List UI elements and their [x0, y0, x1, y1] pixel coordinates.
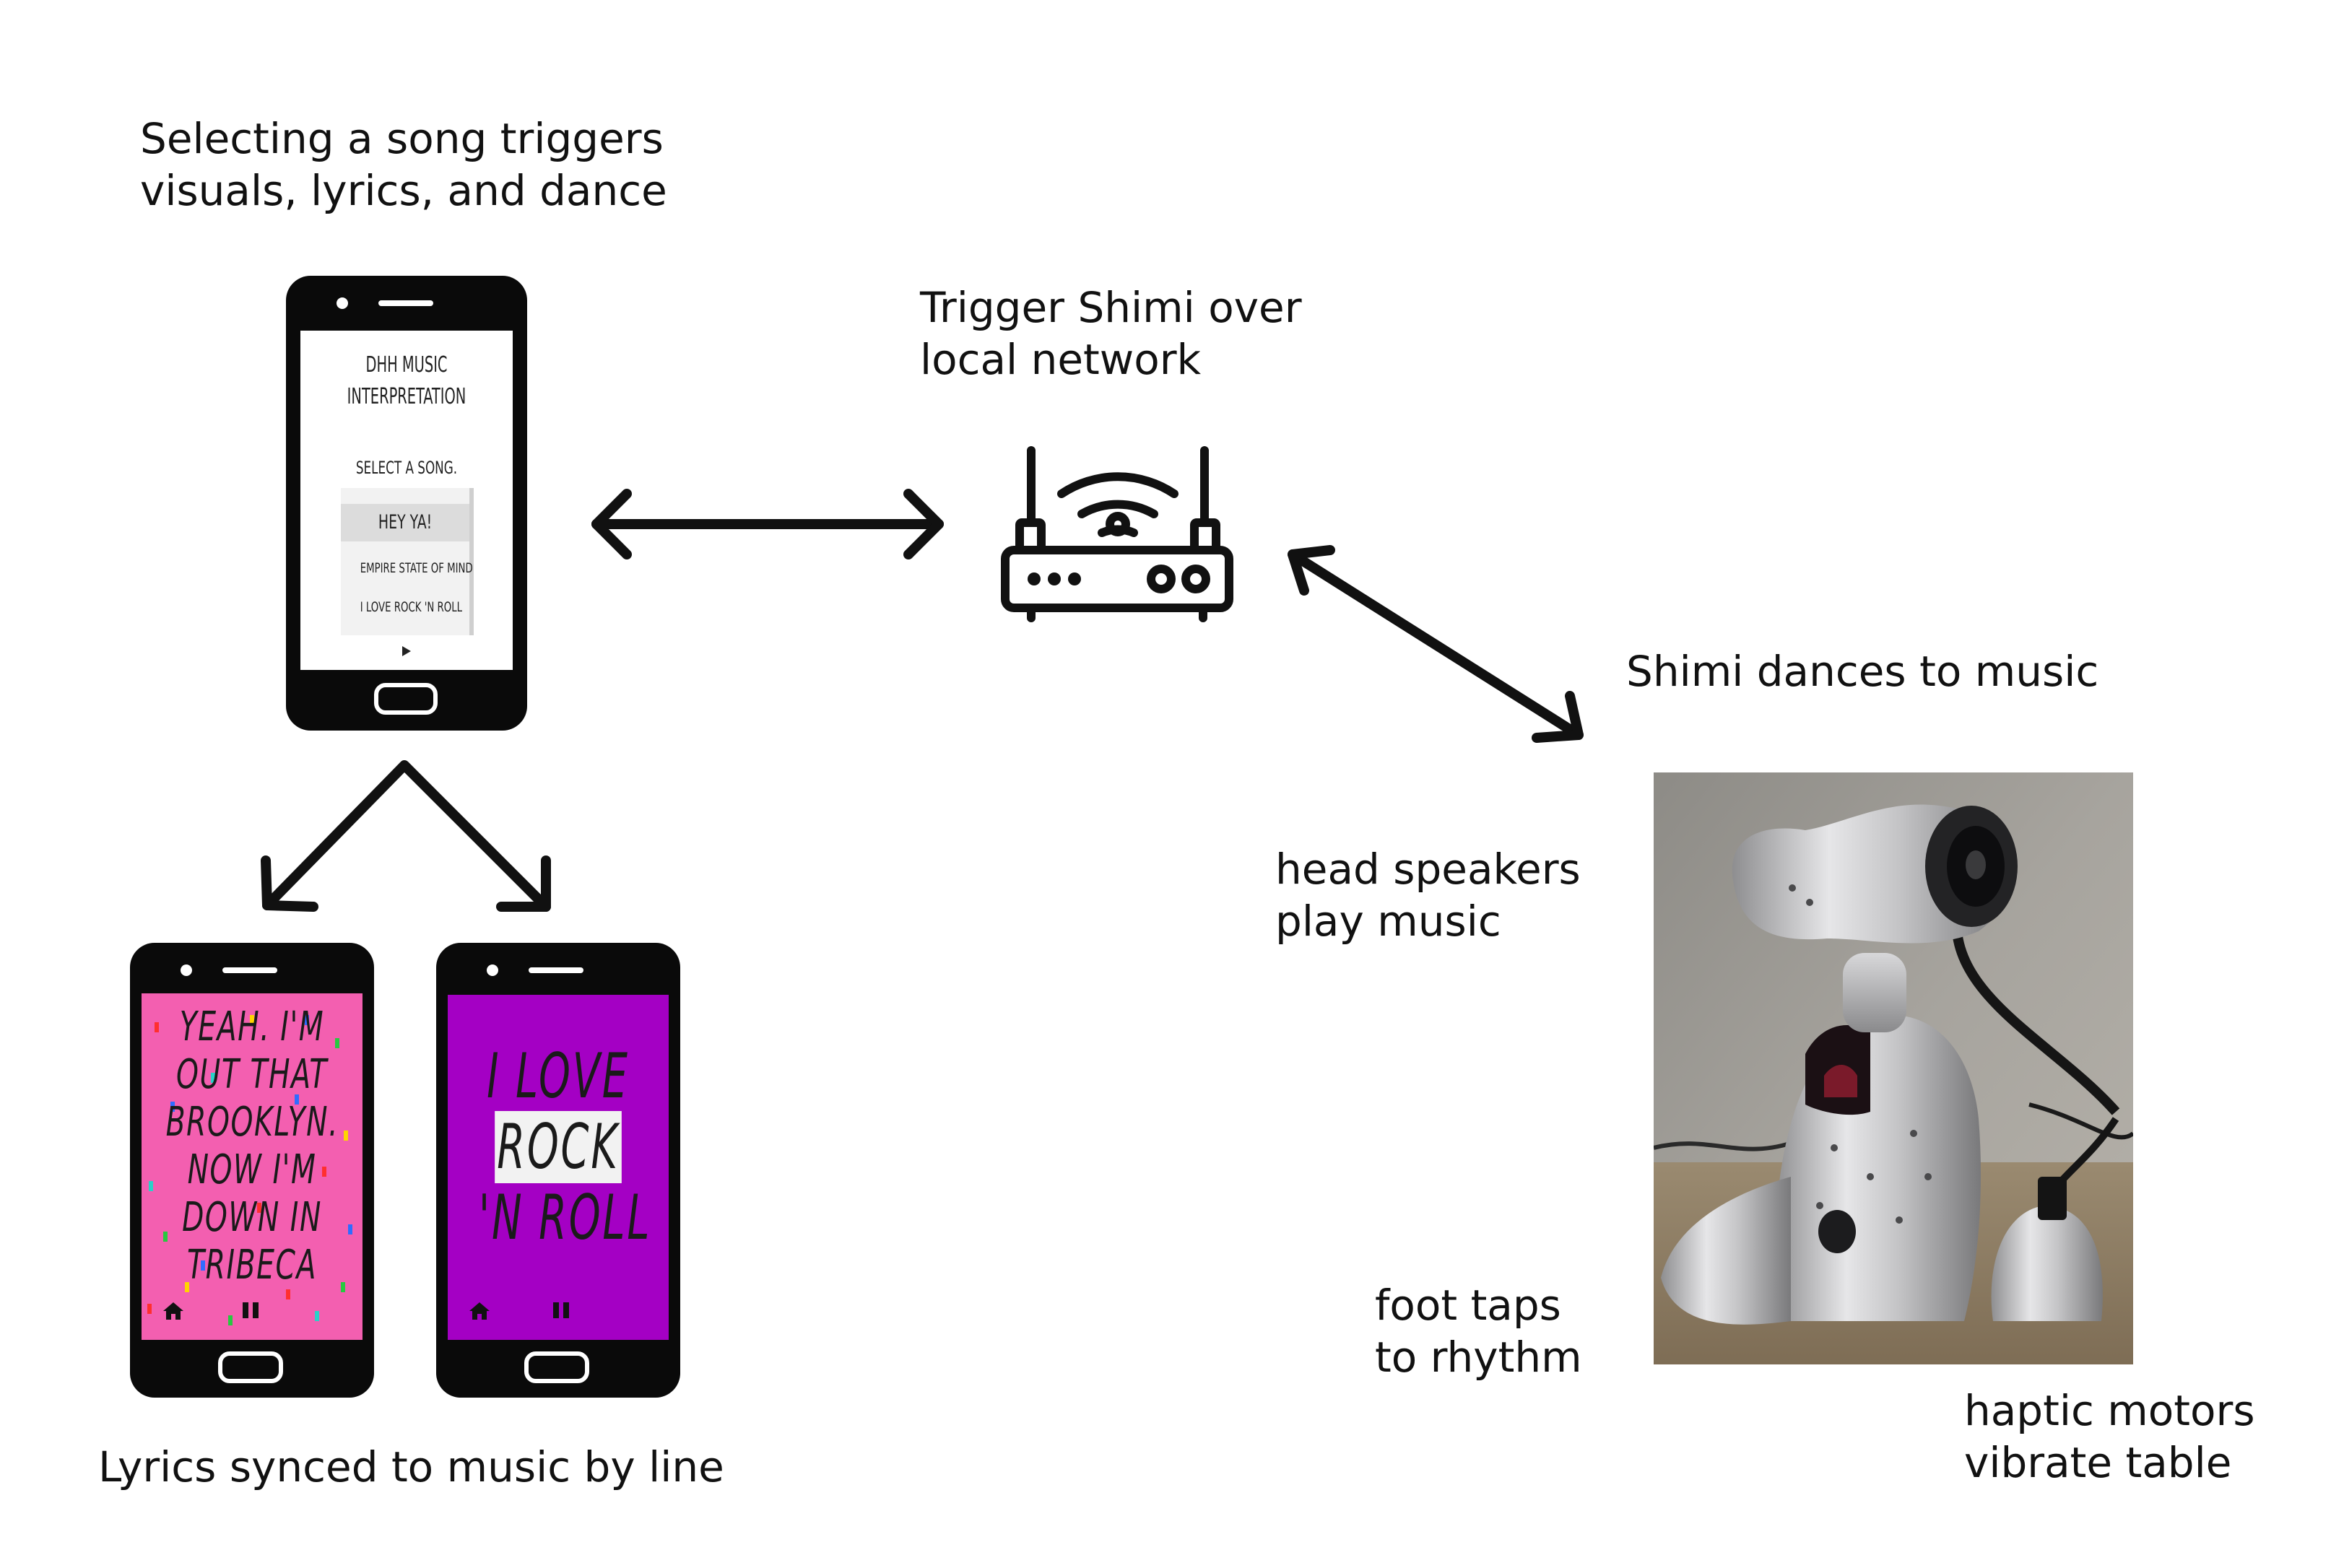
- caption-line: foot taps: [1375, 1281, 1561, 1330]
- lyrics-text: YEAH. I'M OUT THAT BROOKLYN. NOW I'M DOW…: [142, 1003, 363, 1289]
- phone-speaker: [222, 967, 277, 973]
- app-title-line: INTERPRETATION: [347, 384, 466, 409]
- lyric-line: I LOVE: [487, 1040, 630, 1112]
- phone-camera: [487, 964, 498, 976]
- app-title-line: DHH MUSIC: [365, 352, 448, 378]
- caption-line: to rhythm: [1375, 1333, 1582, 1382]
- home-button[interactable]: [524, 1351, 589, 1383]
- phone-speaker: [529, 967, 583, 973]
- song-item-hey-ya[interactable]: HEY YA!: [341, 504, 469, 541]
- lyric-phone-rock-n-roll: I LOVE ROCK 'N ROLL: [436, 943, 680, 1398]
- caption-line: vibrate table: [1964, 1438, 2232, 1487]
- song-item-rock-n-roll[interactable]: I LOVE ROCK 'N ROLL: [360, 599, 463, 615]
- caption-haptic: haptic motors vibrate table: [1964, 1385, 2255, 1489]
- arrow-router-shimi: [1288, 545, 1584, 743]
- lyric-highlight-word: ROCK: [495, 1111, 622, 1183]
- caption-line: play music: [1275, 897, 1501, 946]
- caption-line: Trigger Shimi over: [920, 283, 1302, 332]
- arrow-split-lyrics: [261, 760, 551, 912]
- lyric-line-highlight-row: ROCK: [479, 1111, 638, 1183]
- arrow-phone-router: [591, 489, 944, 559]
- lyric-screen-1: YEAH. I'M OUT THAT BROOKLYN. NOW I'M DOW…: [142, 993, 363, 1340]
- caption-line: haptic motors: [1964, 1386, 2255, 1435]
- menu-phone: DHH MUSIC INTERPRETATION SELECT A SONG. …: [286, 276, 527, 731]
- lyric-line: TRIBECA: [187, 1242, 317, 1289]
- lyric-line: BROOKLYN.: [165, 1099, 339, 1146]
- lyric-line: NOW I'M: [187, 1146, 317, 1193]
- caption-foot-taps: foot taps to rhythm: [1375, 1279, 1582, 1383]
- home-button[interactable]: [374, 683, 438, 715]
- caption-head-speakers: head speakers play music: [1275, 843, 1581, 947]
- router-status-dots: [1028, 572, 1081, 585]
- song-list: HEY YA! EMPIRE STATE OF MIND I LOVE ROCK…: [341, 488, 474, 635]
- pause-icon[interactable]: [240, 1299, 261, 1321]
- song-item-label: HEY YA!: [378, 511, 433, 533]
- shimi-robot-illustration: [1654, 772, 2133, 1364]
- caption-line: visuals, lyrics, and dance: [140, 166, 667, 215]
- lyric-line: YEAH. I'M: [179, 1003, 325, 1050]
- phone-camera: [337, 297, 348, 309]
- caption-line: local network: [920, 335, 1202, 384]
- shimi-robot-photo: [1654, 772, 2133, 1364]
- phone-camera: [181, 964, 192, 976]
- home-icon[interactable]: [466, 1299, 492, 1321]
- caption-trigger: Trigger Shimi over local network: [920, 282, 1302, 386]
- wifi-router-icon: [1001, 446, 1233, 622]
- phone-speaker: [378, 300, 433, 306]
- app-title: DHH MUSIC INTERPRETATION: [330, 349, 483, 413]
- lyric-screen-2: I LOVE ROCK 'N ROLL: [448, 995, 669, 1340]
- caption-line: Selecting a song triggers: [140, 114, 664, 163]
- song-item-empire-state[interactable]: EMPIRE STATE OF MIND: [360, 560, 473, 576]
- menu-screen: DHH MUSIC INTERPRETATION SELECT A SONG. …: [300, 331, 513, 670]
- caption-line: head speakers: [1275, 845, 1581, 894]
- caption-dances: Shimi dances to music: [1626, 647, 2099, 696]
- lyrics-text: I LOVE ROCK 'N ROLL: [448, 1041, 669, 1253]
- lyric-line: OUT THAT: [176, 1051, 328, 1098]
- home-button[interactable]: [218, 1351, 283, 1383]
- play-icon[interactable]: [402, 646, 411, 656]
- lyric-phone-hey-ya: YEAH. I'M OUT THAT BROOKLYN. NOW I'M DOW…: [130, 943, 374, 1398]
- pause-icon[interactable]: [550, 1299, 572, 1321]
- caption-lyrics-synced: Lyrics synced to music by line: [98, 1442, 724, 1491]
- confetti-background: [147, 1015, 352, 1325]
- lyric-line: 'N ROLL: [478, 1182, 652, 1254]
- lyric-line: DOWN IN: [182, 1194, 322, 1241]
- home-icon[interactable]: [160, 1299, 186, 1321]
- select-prompt: SELECT A SONG.: [355, 458, 458, 478]
- caption-select-song: Selecting a song triggers visuals, lyric…: [140, 113, 667, 217]
